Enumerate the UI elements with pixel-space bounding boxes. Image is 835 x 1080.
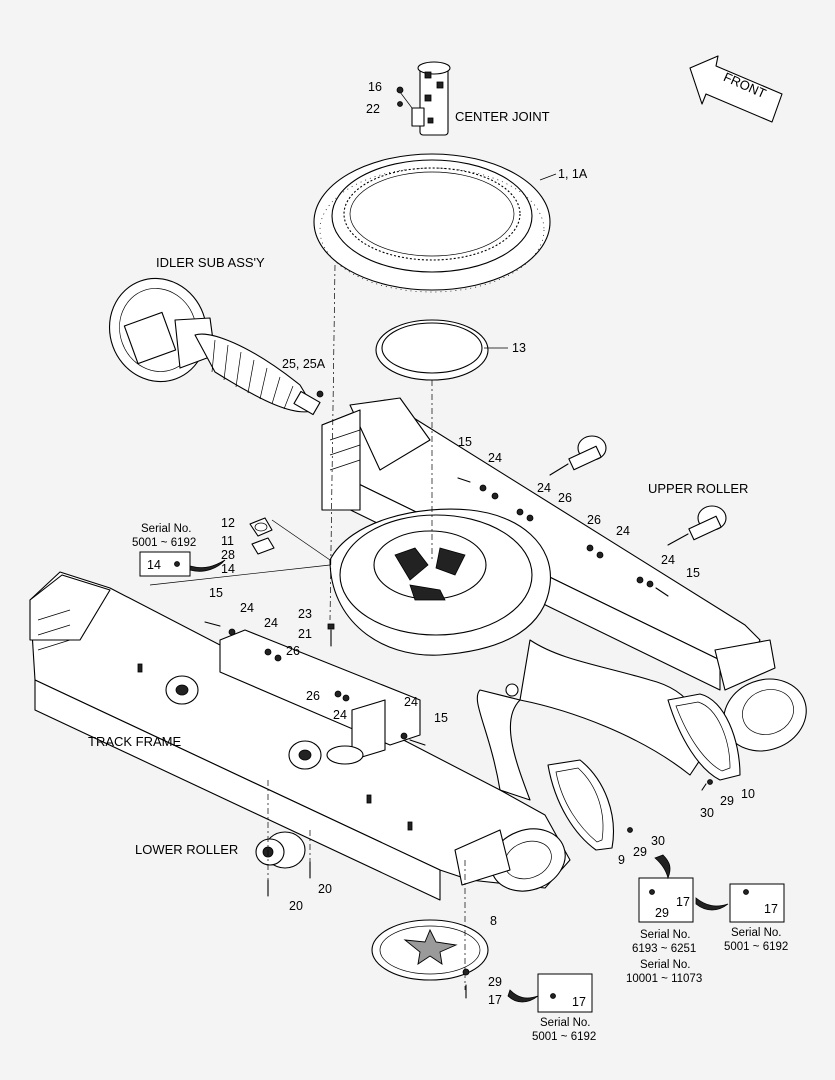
serial-range-10001: 10001 ~ 11073 [626, 973, 702, 985]
upper-roller-label: UPPER ROLLER [648, 481, 748, 496]
callout-24-d: 24 [661, 553, 675, 567]
bottom-cover-part [371, 919, 489, 981]
callout-17-box3: 17 [572, 995, 586, 1009]
callout-12: 12 [221, 516, 235, 530]
seal-ring-part [375, 319, 489, 381]
serial-title-bottom: Serial No. [540, 1017, 591, 1029]
serial-box-17-bottom: 17 [507, 973, 593, 1013]
callout-29-box1: 29 [655, 906, 669, 920]
callout-15-b: 15 [686, 566, 700, 580]
center-joint-part [396, 61, 451, 136]
callout-16: 16 [368, 80, 382, 94]
center-joint-label: CENTER JOINT [455, 109, 550, 124]
serial-range-bottom: 5001 ~ 6192 [532, 1031, 596, 1043]
front-arrow-icon: FRONT [689, 55, 783, 123]
callout-20-b: 20 [289, 899, 303, 913]
access-cover-part [249, 517, 275, 555]
serial-range-left: 5001 ~ 6192 [132, 537, 196, 549]
callout-17-box1: 17 [676, 895, 690, 909]
callout-24-c: 24 [616, 524, 630, 538]
callout-17-box2: 17 [764, 902, 778, 916]
callout-25-25a: 25, 25A [282, 357, 326, 371]
serial-title-10001: Serial No. [640, 959, 691, 971]
callout-24-g: 24 [333, 708, 347, 722]
callout-24-h: 24 [404, 695, 418, 709]
callout-8: 8 [490, 914, 497, 928]
swing-bearing-part [313, 153, 551, 293]
upper-roller-part [549, 435, 727, 546]
track-frame-label: TRACK FRAME [88, 734, 182, 749]
callout-11: 11 [221, 534, 234, 548]
callout-30-a: 30 [700, 806, 714, 820]
callout-24-e: 24 [240, 601, 254, 615]
idler-sub-assy-part [108, 277, 324, 416]
callout-20-a: 20 [318, 882, 332, 896]
callout-29-b: 29 [633, 845, 647, 859]
serial-title-left: Serial No. [141, 523, 192, 535]
callout-24-f: 24 [264, 616, 278, 630]
callout-9: 9 [618, 853, 625, 867]
lower-frame-part [29, 397, 807, 901]
lower-roller-part [165, 675, 322, 869]
callout-13: 13 [512, 341, 526, 355]
callout-14-box: 14 [147, 558, 161, 572]
serial-range-6193: 6193 ~ 6251 [632, 943, 696, 955]
callout-26-b: 26 [587, 513, 601, 527]
callout-14-a: 14 [221, 562, 235, 576]
callout-15-c: 15 [209, 586, 223, 600]
callout-30-b: 30 [651, 834, 665, 848]
serial-title-right: Serial No. [731, 927, 782, 939]
callout-28: 28 [221, 548, 235, 562]
callout-15-d: 15 [434, 711, 448, 725]
cover-plate-part [547, 693, 741, 851]
serial-box-29-17: 17 29 [638, 854, 694, 923]
callout-10: 10 [741, 787, 755, 801]
serial-range-right: 5001 ~ 6192 [724, 941, 788, 953]
serial-title-6193: Serial No. [640, 929, 691, 941]
callout-26-a: 26 [558, 491, 572, 505]
callout-24-a: 24 [488, 451, 502, 465]
lower-roller-label: LOWER ROLLER [135, 842, 238, 857]
callout-26-c: 26 [286, 644, 300, 658]
callout-24-b: 24 [537, 481, 551, 495]
idler-sub-assy-label: IDLER SUB ASS'Y [156, 255, 265, 270]
callout-29-c: 29 [488, 975, 502, 989]
callout-1-1a: 1, 1A [558, 167, 588, 181]
serial-box-14: 14 [139, 551, 226, 577]
callout-15-a: 15 [458, 435, 472, 449]
callout-23: 23 [298, 607, 312, 621]
fastener-markers [204, 477, 713, 999]
callout-21: 21 [298, 627, 312, 641]
callout-17-a: 17 [488, 993, 502, 1007]
callout-26-d: 26 [306, 689, 320, 703]
serial-box-17-right: 17 [695, 883, 785, 923]
callout-29-a: 29 [720, 794, 734, 808]
callout-22: 22 [366, 102, 380, 116]
